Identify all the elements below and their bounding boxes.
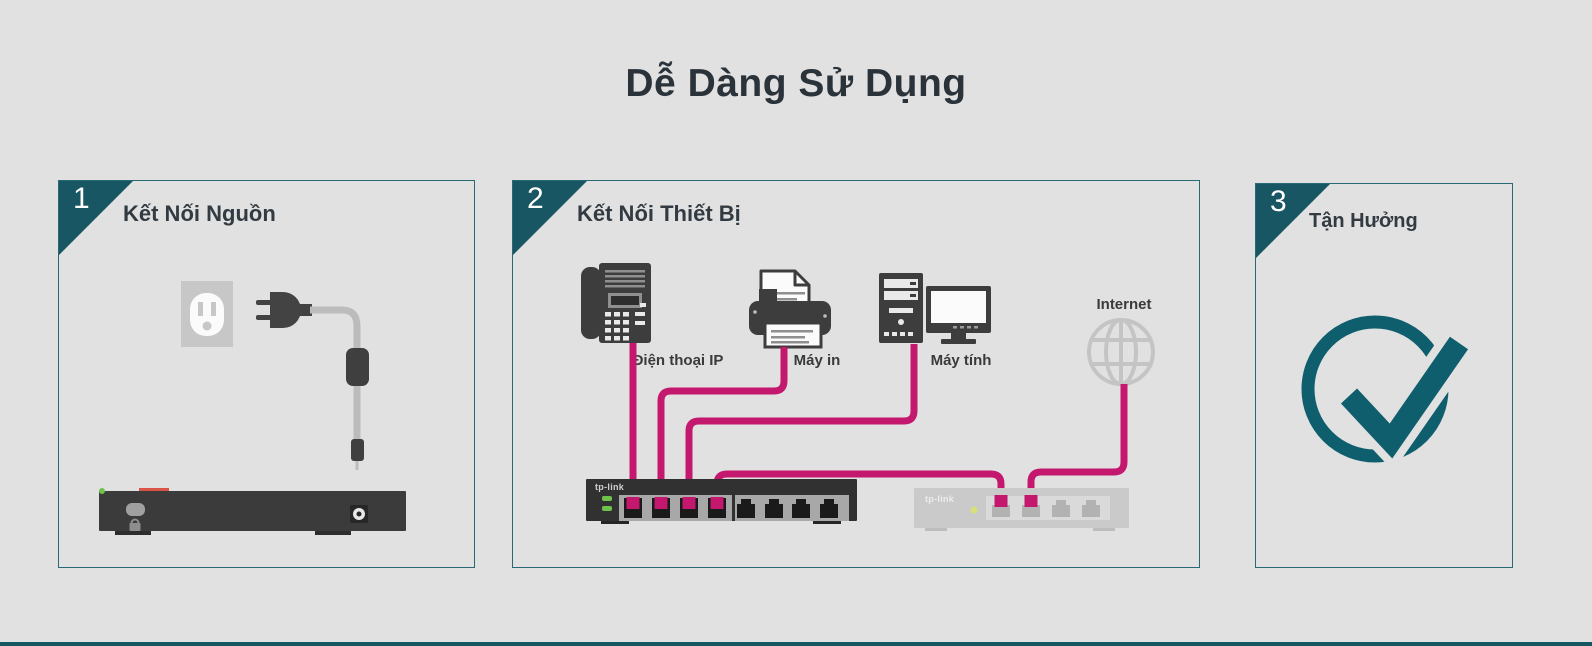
- cable-computer: [685, 344, 918, 508]
- switch-front-illustration: tp-link: [586, 479, 857, 524]
- step-panel-connect-devices: 2 Kết Nối Thiết Bị: [512, 180, 1200, 568]
- cable-printer: [657, 347, 788, 508]
- power-outlet-icon: [181, 281, 233, 347]
- cable-internet: [1027, 384, 1128, 507]
- step-corner-triangle: [1256, 184, 1330, 258]
- computer-label: Máy tính: [931, 352, 992, 369]
- internet-globe-icon: [1087, 318, 1155, 386]
- internet-label: Internet: [1096, 296, 1151, 313]
- phone-label: Điện thoại IP: [633, 352, 724, 369]
- step-title: Kết Nối Nguồn: [123, 201, 276, 226]
- connect-power-illustration: [99, 281, 406, 535]
- dc-power-jack: [350, 505, 368, 523]
- step-number: 2: [527, 182, 544, 215]
- switch-led: [602, 506, 612, 511]
- connect-devices-illustration: Điện thoại IP Máy in: [581, 263, 1155, 531]
- printer-icon: [749, 269, 831, 349]
- lock-icon: [129, 518, 141, 531]
- success-check-icon: [1301, 315, 1475, 472]
- power-adapter-cable: [310, 306, 369, 470]
- switch-rear-illustration: [99, 488, 406, 535]
- step-title: Kết Nối Thiết Bị: [577, 201, 741, 226]
- desktop-computer-icon: [879, 273, 991, 344]
- kensington-slot: [126, 503, 145, 516]
- enjoy-illustration: [1301, 315, 1475, 472]
- step-number: 1: [73, 182, 90, 215]
- step-corner-triangle: [59, 181, 133, 255]
- page-title: Dễ Dàng Sử Dụng: [625, 62, 967, 105]
- footer-accent-bar: [0, 642, 1592, 646]
- router-brand-logo: tp-link: [925, 494, 955, 504]
- step-panel-connect-power: 1 Kết Nối Nguồn: [58, 180, 475, 568]
- router-led: [970, 506, 978, 514]
- step-panel-enjoy: 3 Tận Hưởng: [1255, 183, 1513, 568]
- status-led: [99, 488, 105, 494]
- power-plug-icon: [256, 292, 312, 328]
- switch-brand-logo: tp-link: [595, 482, 625, 492]
- step-corner-triangle: [513, 181, 587, 255]
- step-number: 3: [1270, 185, 1287, 218]
- ip-phone-icon: [581, 263, 651, 343]
- step-title: Tận Hưởng: [1309, 210, 1418, 232]
- printer-label: Máy in: [794, 352, 841, 369]
- router-illustration: tp-link: [914, 488, 1129, 531]
- switch-led: [602, 496, 612, 501]
